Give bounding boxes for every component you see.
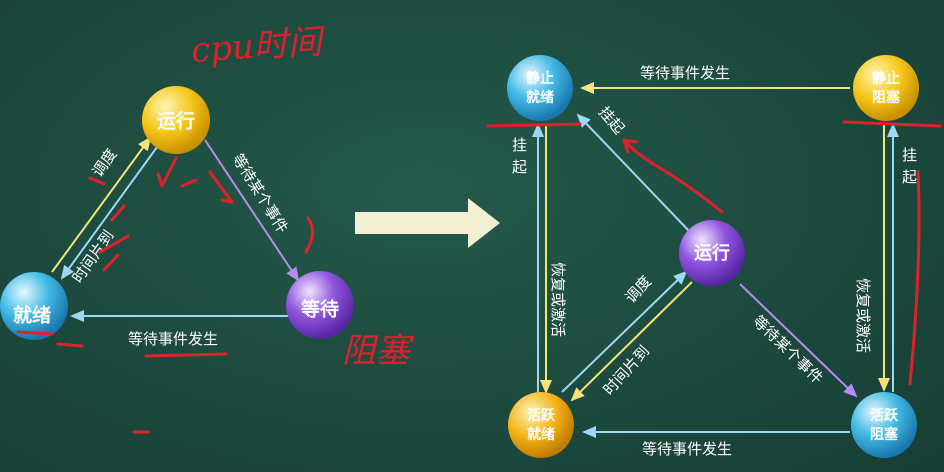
red-mark-3 [180, 178, 198, 188]
node-ready-label: 就绪 [13, 304, 51, 327]
node-static-ready-label-1: 静止 [526, 70, 554, 87]
node-active-blocked-label-1: 活跃 [870, 407, 899, 424]
annotation-cpu-time: cpu时间 [190, 22, 327, 71]
edge-label-suspend-left-2: 起 [512, 158, 527, 176]
transition-arrow [355, 198, 500, 248]
red-mark-6 [304, 216, 314, 254]
edge-label-schedule: 调度 [89, 145, 121, 180]
node-waiting [286, 271, 354, 339]
edge-label-suspend-right: 挂 [902, 146, 917, 164]
edge-label-bottom-event: 等待事件发生 [642, 440, 732, 458]
node-ready [0, 272, 68, 340]
edge-label-resume-left: 恢复或激活 [549, 262, 567, 337]
handwritten-annotations: cpu时间 阻塞 [16, 22, 942, 434]
edge-label-resume-right: 恢复或激活 [854, 278, 872, 353]
node-static-blocked-label-1: 静止 [872, 70, 900, 87]
red-mark-1 [88, 176, 106, 186]
edge-suspend-diag [576, 113, 691, 233]
edge-active-ready-to-running [561, 270, 688, 393]
edge-label-wait-event-right: 等待某个事件 [749, 312, 826, 387]
red-arrow-suspend-diag [622, 138, 724, 214]
node-active-ready [508, 392, 574, 458]
edge-label-time-slice-right: 时间片到 [600, 342, 654, 399]
right-diagram: 等待事件发生 等待事件发生 挂 起 恢复或激活 挂 起 恢复或激活 挂起 调度 … [507, 55, 919, 458]
edge-running-to-active-blocked [739, 283, 858, 398]
red-mark-5 [98, 204, 130, 272]
node-waiting-label: 等待 [300, 298, 339, 321]
edge-label-event-occurs: 等待事件发生 [128, 330, 218, 348]
edge-label-suspend-left: 挂 [512, 136, 527, 154]
node-running [142, 86, 210, 154]
red-underline-static-blocked [842, 120, 942, 128]
edge-label-suspend-right-2: 起 [902, 168, 917, 186]
node-active-ready-label-1: 活跃 [527, 407, 556, 424]
edge-running-to-ready [60, 142, 161, 280]
suspend-left-char-1: 挂 [512, 136, 527, 154]
red-mark-7 [56, 342, 84, 348]
node-static-blocked-label-2: 阻塞 [872, 89, 901, 106]
red-underline-event [144, 352, 228, 358]
edge-label-suspend-diag: 挂起 [595, 103, 628, 138]
node-active-blocked [851, 392, 917, 458]
node-running-label: 运行 [157, 110, 195, 133]
node-active-blocked-label-2: 阻塞 [870, 426, 899, 443]
red-mark-4 [208, 170, 234, 204]
edge-label-top-event: 等待事件发生 [640, 64, 730, 82]
red-line-right [908, 170, 921, 386]
red-mark-2 [156, 156, 178, 188]
edge-label-schedule-right: 调度 [622, 272, 655, 306]
node-running-right [679, 220, 745, 286]
red-underline-ready [16, 330, 54, 336]
node-static-blocked [853, 55, 919, 121]
annotation-blocked: 阻塞 [342, 331, 415, 371]
edge-ready-to-running [51, 136, 152, 273]
node-static-ready [507, 55, 573, 121]
edge-running-to-active-ready [570, 281, 693, 402]
red-underline-static-ready [486, 122, 582, 128]
left-diagram: 调度 时间片到 等待某个事件 等待事件发生 运行 就绪 等待 [0, 86, 354, 348]
node-static-ready-label-2: 就绪 [526, 89, 554, 106]
node-running-right-label: 运行 [694, 242, 730, 264]
edge-running-to-waiting [204, 139, 300, 282]
node-active-ready-label-2: 就绪 [527, 426, 555, 443]
